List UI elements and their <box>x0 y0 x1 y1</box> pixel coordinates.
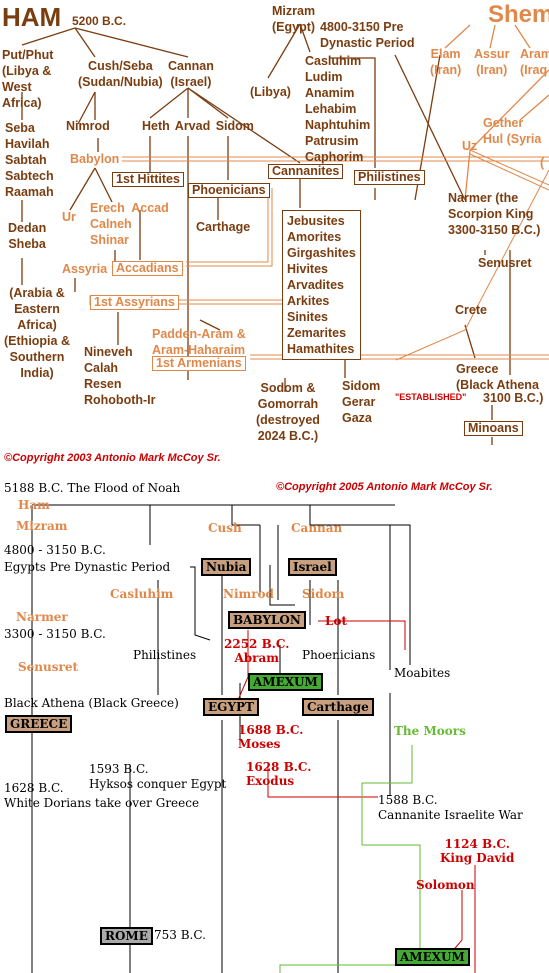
shem-title: Shem <box>488 1 549 28</box>
lot-label: Lot <box>325 614 347 628</box>
paren-mark: ( <box>540 156 545 170</box>
elam-label: Elam (Iran) <box>430 47 462 77</box>
assyrians-box: 1st Assyrians <box>90 295 179 310</box>
senusret-label: Senusret <box>18 660 79 674</box>
arabia-ethiopia: (Arabia & Eastern Africa) (Ethiopia & So… <box>4 286 70 380</box>
ur-label: Ur <box>62 210 76 224</box>
greece-tag: GREECE <box>5 715 73 733</box>
casluhim-list: Casluhim Ludim Anamim Lehabim Naphtuhim … <box>305 54 371 164</box>
sodom-gomorrah: Sodom & Gomorrah (destroyed 2024 B.C.) <box>256 381 320 443</box>
babylon-label: Babylon <box>70 152 120 166</box>
white-dorians-label: 1628 B.C. White Dorians take over Greece <box>4 781 200 811</box>
hittites-box: 1st Hittites <box>112 172 184 187</box>
israel-tag: Israel <box>288 558 337 576</box>
armenians-box: 1st Armenians <box>152 356 246 371</box>
established-label: "ESTABLISHED" <box>395 392 467 402</box>
heth-arvad-sidom: Heth Arvad Sidom <box>142 119 254 133</box>
moabites-label: Moabites <box>394 666 451 680</box>
egypt-tag: EGYPT <box>203 698 259 716</box>
mizram-period: 4800-3150 Pre Dynastic Period <box>320 20 415 50</box>
mizram-label: Mizram <box>16 519 68 533</box>
seba-list: Seba Havilah Sabtah Sabtech Raamah <box>5 121 54 199</box>
crete-label: Crete <box>455 303 487 317</box>
amexum-tag-2: AMEXUM <box>395 948 470 966</box>
babylon-tag: BABYLON <box>228 611 306 629</box>
casluhim-label: Casluhim <box>110 587 174 601</box>
ham-genealogy-chart-bottom: ©Copyright 2003 Antonio Mark McCoy Sr. ©… <box>0 445 549 973</box>
rome-tag: ROME <box>100 927 153 945</box>
greece-label: Greece (Black Athena <box>456 362 539 392</box>
assyria-label: Assyria <box>62 262 108 276</box>
cannanite-tribes-box: Jebusites Amorites Girgashites Hivites A… <box>282 210 361 360</box>
cannan-label: Cannan <box>291 521 343 535</box>
libya-label: (Libya) <box>250 85 291 99</box>
accadians-box: Accadians <box>112 261 183 276</box>
narmer-label: Narmer (the Scorpion King 3300-3150 B.C.… <box>448 191 541 237</box>
aram-label: Aram (Iraq <box>520 47 549 77</box>
cannanite-israelite-war: 1588 B.C. Cannanite Israelite War <box>378 793 523 823</box>
abram-label: 2252 B.C. Abram <box>224 637 290 666</box>
sidom-gerar-gaza: Sidom Gerar Gaza <box>342 379 381 425</box>
moors-label: The Moors <box>394 724 466 738</box>
narmer-date: 3300 - 3150 B.C. <box>4 627 106 641</box>
phoenicians-box: Phoenicians <box>188 183 270 198</box>
cannanites-box: Cannanites <box>268 164 344 179</box>
amexum-tag-1: AMEXUM <box>248 673 323 691</box>
narmer-label: Narmer <box>16 610 68 624</box>
cush-label: Cush/Seba (Sudan/Nubia) <box>78 59 163 89</box>
minoans-box: Minoans <box>464 421 523 436</box>
greece-date: 3100 B.C.) <box>483 391 544 405</box>
ham-genealogy-chart-top: HAM 5200 B.C. Shem Mizram (Egypt) 4800-3… <box>0 0 549 445</box>
carthage-label: Carthage <box>196 220 251 234</box>
assur-label: Assur (Iran) <box>474 47 510 77</box>
rome-date: 753 B.C. <box>154 928 206 942</box>
sidom-label: Sidom <box>302 587 345 601</box>
ham-date: 5200 B.C. <box>72 14 127 28</box>
flood-of-noah: 5188 B.C. The Flood of Noah <box>4 481 181 495</box>
mizram-label: Mizram (Egypt) <box>272 4 316 34</box>
padden-aram: Padden-Aram & Aram-Haharaim <box>152 327 246 357</box>
philistines-label: Philistines <box>133 648 197 662</box>
gether-label: Gether Hul (Syria <box>483 116 542 146</box>
put-label: Put/Phut (Libya & West Africa) <box>2 48 54 110</box>
uz-label: Uz <box>462 139 478 153</box>
exodus-label: 1628 B.C. Exodus <box>246 760 312 789</box>
nimrod-label: Nimrod <box>66 119 110 133</box>
carthage-tag: Carthage <box>302 698 374 716</box>
phoenicians-label: Phoenicians <box>302 648 376 662</box>
ham-title: HAM <box>2 2 62 32</box>
ham-label: Ham <box>18 498 50 512</box>
black-athena: Black Athena (Black Greece) <box>4 696 179 710</box>
philistines-box: Philistines <box>354 170 425 185</box>
erech-accad-list: Erech Accad Calneh Shinar <box>90 201 169 247</box>
predynastic-date: 4800 - 3150 B.C. <box>4 543 106 557</box>
nubia-tag: Nubia <box>201 558 252 576</box>
solomon-label: Solomon <box>416 878 475 892</box>
hyksos-label: 1593 B.C. Hyksos conquer Egypt <box>89 762 227 792</box>
copyright-2003: ©Copyright 2003 Antonio Mark McCoy Sr. <box>4 452 221 464</box>
senusret-label: Senusret <box>478 256 532 270</box>
nineveh-list: Nineveh Calah Resen Rohoboth-Ir <box>84 345 156 407</box>
cush-label: Cush <box>208 521 242 535</box>
predynastic-period: Egypts Pre Dynastic Period <box>4 560 171 574</box>
nimrod-label: Nimrod <box>223 587 274 601</box>
dedan-sheba: Dedan Sheba <box>8 221 47 251</box>
copyright-2005: ©Copyright 2005 Antonio Mark McCoy Sr. <box>276 481 493 493</box>
moses-label: 1688 B.C. Moses <box>238 723 304 752</box>
cannan-label: Cannan (Israel) <box>168 59 214 89</box>
king-david-label: 1124 B.C. King David <box>440 837 515 866</box>
